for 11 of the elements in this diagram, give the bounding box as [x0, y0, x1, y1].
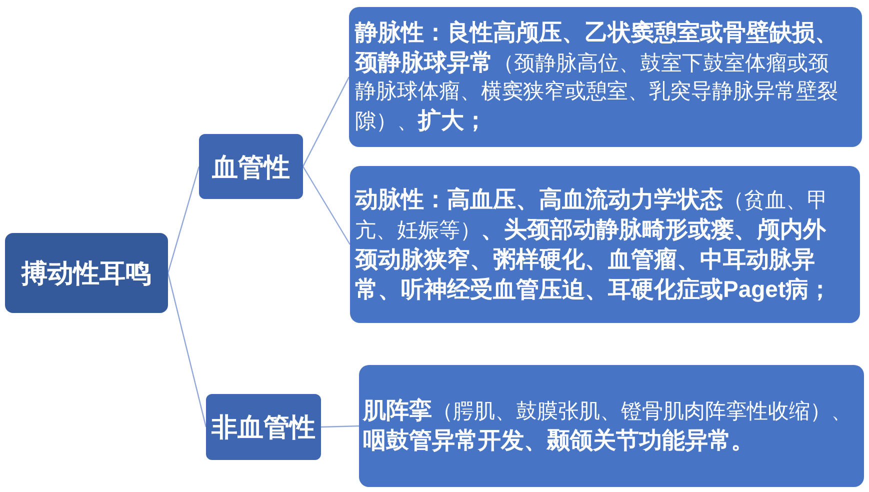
connector-line — [167, 166, 200, 274]
category-box: 血管性 — [199, 134, 303, 199]
connector-line — [302, 166, 351, 245]
category-box: 非血管性 — [206, 394, 321, 460]
root-topic-box: 搏动性耳鸣 — [5, 233, 168, 313]
description-box: 动脉性：高血压、高血流动力学状态（贫血、甲亢、妊娠等）、头颈部动静脉畸形或瘘、颅内外颈动脉狭窄、粥样硬化、血管瘤、中耳动脉异常、听神经受血管压迫、耳硬化症或Paget病； — [350, 166, 860, 323]
description-box: 静脉性：良性高颅压、乙状窦憩室或骨壁缺损、颈静脉球异常（颈静脉高位、鼓室下鼓室体瘤或颈静脉球体瘤、横窦狭窄或憩室、乳突导静脉异常壁裂隙）、扩大； — [349, 7, 862, 147]
connector-line — [167, 272, 207, 428]
connector-line — [320, 425, 360, 428]
connector-line — [302, 76, 350, 167]
description-box: 肌阵挛（腭肌、鼓膜张肌、镫骨肌肉阵挛性收缩）、咽鼓管异常开发、颞颌关节功能异常。 — [359, 365, 864, 487]
